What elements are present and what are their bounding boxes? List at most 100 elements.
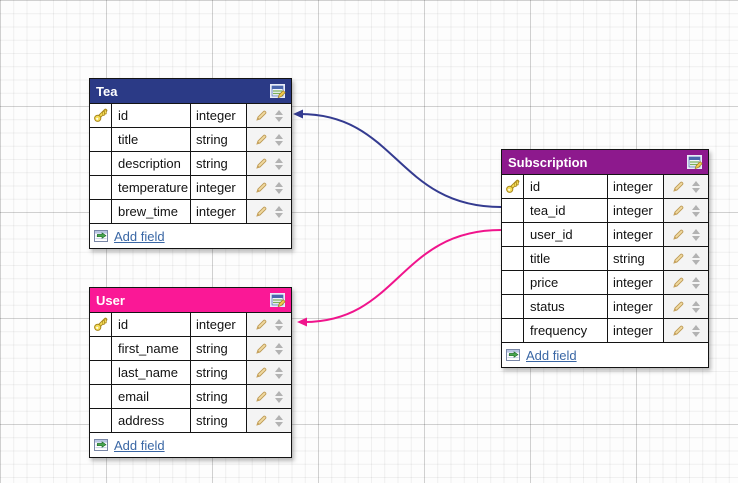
add-field-link[interactable]: Add field bbox=[114, 437, 165, 453]
edit-field-pencil-icon[interactable] bbox=[672, 204, 685, 217]
table-header[interactable]: User bbox=[90, 288, 291, 312]
move-down-icon[interactable] bbox=[275, 140, 284, 146]
move-up-icon[interactable] bbox=[692, 204, 701, 210]
move-down-icon[interactable] bbox=[692, 283, 701, 289]
move-up-icon[interactable] bbox=[692, 276, 701, 282]
move-down-icon[interactable] bbox=[275, 164, 284, 170]
table-title: Tea bbox=[96, 83, 118, 99]
relationship-line-subscription-user[interactable] bbox=[303, 229, 502, 323]
field-type: integer bbox=[608, 295, 664, 318]
add-field-icon bbox=[94, 229, 108, 242]
edit-field-pencil-icon[interactable] bbox=[672, 276, 685, 289]
move-down-icon[interactable] bbox=[275, 373, 284, 379]
move-down-icon[interactable] bbox=[275, 325, 284, 331]
sort-field-arrows[interactable] bbox=[275, 366, 284, 379]
move-down-icon[interactable] bbox=[275, 116, 284, 122]
move-up-icon[interactable] bbox=[275, 157, 284, 163]
move-up-icon[interactable] bbox=[275, 109, 284, 115]
sort-field-arrows[interactable] bbox=[692, 276, 701, 289]
table-header[interactable]: Tea bbox=[90, 79, 291, 103]
sort-field-arrows[interactable] bbox=[692, 324, 701, 337]
table-header[interactable]: Subscription bbox=[502, 150, 708, 174]
move-up-icon[interactable] bbox=[275, 205, 284, 211]
add-field-link[interactable]: Add field bbox=[114, 228, 165, 244]
edit-table-icon[interactable] bbox=[270, 83, 287, 99]
move-up-icon[interactable] bbox=[275, 318, 284, 324]
key-cell bbox=[502, 223, 524, 246]
field-actions-cell bbox=[247, 361, 291, 384]
move-up-icon[interactable] bbox=[275, 181, 284, 187]
sort-field-arrows[interactable] bbox=[275, 318, 284, 331]
move-down-icon[interactable] bbox=[275, 212, 284, 218]
field-row-id: id integer bbox=[502, 174, 708, 198]
edit-field-pencil-icon[interactable] bbox=[255, 181, 268, 194]
sort-field-arrows[interactable] bbox=[692, 252, 701, 265]
edit-field-pencil-icon[interactable] bbox=[255, 205, 268, 218]
sort-field-arrows[interactable] bbox=[692, 180, 701, 193]
edit-field-pencil-icon[interactable] bbox=[255, 390, 268, 403]
field-type: string bbox=[191, 385, 247, 408]
field-type: string bbox=[191, 337, 247, 360]
move-up-icon[interactable] bbox=[692, 252, 701, 258]
move-down-icon[interactable] bbox=[275, 397, 284, 403]
move-down-icon[interactable] bbox=[275, 349, 284, 355]
edit-field-pencil-icon[interactable] bbox=[672, 324, 685, 337]
move-up-icon[interactable] bbox=[275, 366, 284, 372]
move-up-icon[interactable] bbox=[275, 133, 284, 139]
move-down-icon[interactable] bbox=[692, 259, 701, 265]
edit-field-pencil-icon[interactable] bbox=[255, 366, 268, 379]
field-type: string bbox=[608, 247, 664, 270]
field-name: price bbox=[524, 271, 608, 294]
move-down-icon[interactable] bbox=[275, 188, 284, 194]
move-up-icon[interactable] bbox=[275, 390, 284, 396]
sort-field-arrows[interactable] bbox=[692, 300, 701, 313]
edit-field-pencil-icon[interactable] bbox=[672, 252, 685, 265]
move-down-icon[interactable] bbox=[692, 307, 701, 313]
move-up-icon[interactable] bbox=[692, 300, 701, 306]
edit-field-pencil-icon[interactable] bbox=[672, 180, 685, 193]
edit-field-pencil-icon[interactable] bbox=[255, 318, 268, 331]
sort-field-arrows[interactable] bbox=[275, 133, 284, 146]
sort-field-arrows[interactable] bbox=[275, 181, 284, 194]
entity-table-user: User id integer bbox=[89, 287, 292, 458]
sort-field-arrows[interactable] bbox=[275, 390, 284, 403]
sort-field-arrows[interactable] bbox=[275, 157, 284, 170]
field-name: temperature bbox=[112, 176, 191, 199]
sort-field-arrows[interactable] bbox=[275, 414, 284, 427]
edit-table-icon[interactable] bbox=[687, 154, 704, 170]
move-up-icon[interactable] bbox=[275, 414, 284, 420]
edit-field-pencil-icon[interactable] bbox=[255, 414, 268, 427]
move-up-icon[interactable] bbox=[692, 324, 701, 330]
edit-field-pencil-icon[interactable] bbox=[672, 300, 685, 313]
edit-field-pencil-icon[interactable] bbox=[255, 133, 268, 146]
sort-field-arrows[interactable] bbox=[692, 228, 701, 241]
move-down-icon[interactable] bbox=[275, 421, 284, 427]
sort-field-arrows[interactable] bbox=[275, 205, 284, 218]
sort-field-arrows[interactable] bbox=[275, 342, 284, 355]
relationship-line-subscription-tea[interactable] bbox=[299, 113, 502, 208]
edit-field-pencil-icon[interactable] bbox=[255, 109, 268, 122]
move-down-icon[interactable] bbox=[692, 331, 701, 337]
field-row-title: title string bbox=[90, 127, 291, 151]
field-actions-cell bbox=[664, 319, 708, 342]
move-up-icon[interactable] bbox=[275, 342, 284, 348]
edit-field-pencil-icon[interactable] bbox=[672, 228, 685, 241]
move-up-icon[interactable] bbox=[692, 228, 701, 234]
move-down-icon[interactable] bbox=[692, 211, 701, 217]
move-down-icon[interactable] bbox=[692, 235, 701, 241]
edit-field-pencil-icon[interactable] bbox=[255, 342, 268, 355]
field-row-first_name: first_name string bbox=[90, 336, 291, 360]
relationship-arrowhead-subscription-user bbox=[297, 317, 307, 327]
field-actions-cell bbox=[247, 152, 291, 175]
add-field-link[interactable]: Add field bbox=[526, 347, 577, 363]
edit-table-icon[interactable] bbox=[270, 292, 287, 308]
move-down-icon[interactable] bbox=[692, 187, 701, 193]
move-up-icon[interactable] bbox=[692, 180, 701, 186]
field-actions-cell bbox=[664, 223, 708, 246]
key-cell bbox=[90, 409, 112, 432]
sort-field-arrows[interactable] bbox=[692, 204, 701, 217]
edit-field-pencil-icon[interactable] bbox=[255, 157, 268, 170]
sort-field-arrows[interactable] bbox=[275, 109, 284, 122]
